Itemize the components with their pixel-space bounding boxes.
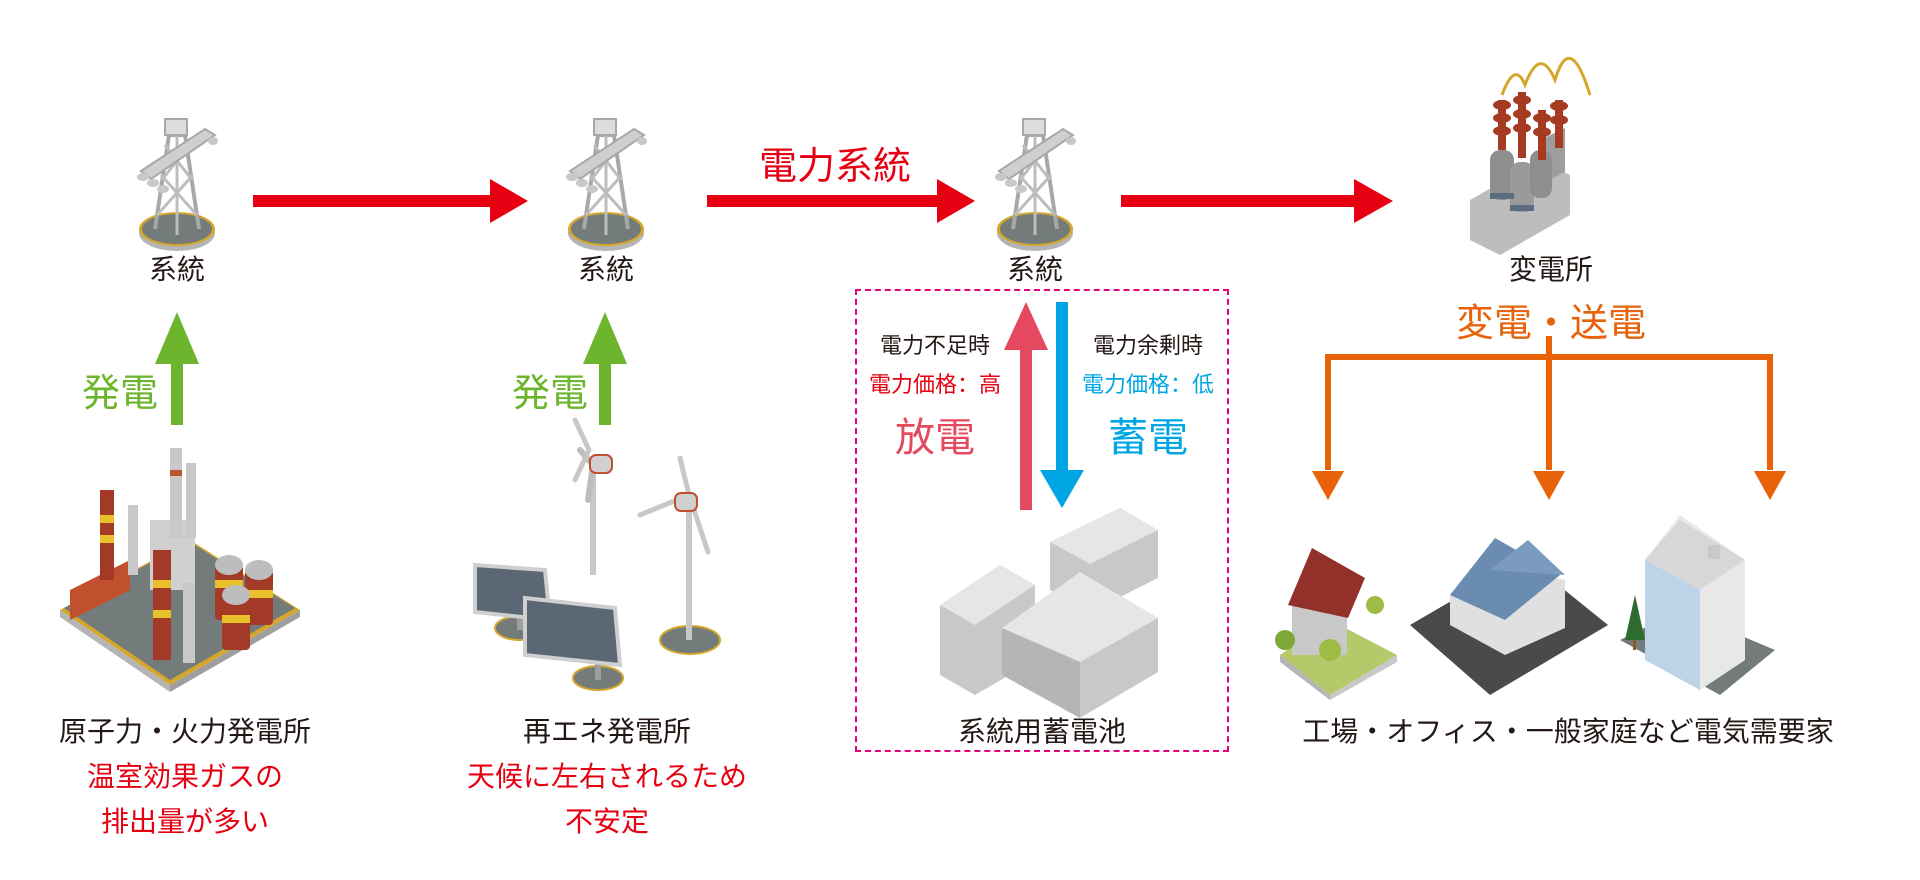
thermal-power-plant-icon	[60, 448, 300, 692]
conventional-plant-note-1: 温室効果ガスの	[86, 760, 284, 793]
conventional-plant-label: 原子力・火力発電所	[58, 715, 312, 748]
charge-arrow	[1040, 302, 1084, 508]
generation-arrow-2	[583, 312, 627, 425]
transmission-tower-icon	[993, 117, 1078, 253]
discharge-arrow	[1004, 302, 1048, 510]
grid-arrow-3	[1121, 179, 1393, 223]
renewable-plant-note-1: 天候に左右されるため	[466, 760, 748, 793]
generation-label-2: 発電	[511, 371, 589, 415]
power-grid-label: 電力系統	[758, 144, 912, 188]
renewable-plant-note-2: 不安定	[564, 805, 650, 838]
factory-icon	[1410, 538, 1608, 695]
grid-battery-icon	[940, 508, 1158, 718]
substation-icon	[1470, 56, 1592, 255]
grid-label-2: 系統	[577, 253, 635, 286]
grid-arrow-2	[707, 179, 975, 223]
substation-label: 変電所	[1508, 253, 1594, 286]
grid-label-3: 系統	[1006, 253, 1064, 286]
grid-label-1: 系統	[148, 253, 206, 286]
transmission-tower-icon	[135, 117, 220, 253]
charge-condition: 電力余剰時	[1092, 334, 1204, 359]
consumers-label: 工場・オフィス・一般家庭など電気需要家	[1302, 715, 1834, 748]
distribution-arrows	[1312, 336, 1786, 500]
discharge-condition: 電力不足時	[879, 334, 991, 359]
conventional-plant-note-2: 排出量が多い	[100, 805, 270, 838]
office-building-icon	[1620, 515, 1775, 695]
discharge-action: 放電	[895, 415, 975, 461]
house-icon	[1275, 548, 1397, 700]
generation-label-1: 発電	[81, 371, 159, 415]
renewable-power-plant-icon	[473, 417, 721, 691]
grid-arrow-1	[253, 179, 528, 223]
grid-battery-group	[855, 289, 1229, 752]
grid-battery-label: 系統用蓄電池	[957, 715, 1127, 748]
generation-arrow-1	[155, 312, 199, 425]
charge-price: 電力価格：低	[1081, 373, 1215, 398]
renewable-plant-label: 再エネ発電所	[522, 715, 692, 748]
substation-action-label: 変電・送電	[1455, 301, 1647, 345]
discharge-price: 電力価格：高	[868, 373, 1002, 398]
charge-action: 蓄電	[1108, 415, 1188, 461]
transmission-tower-icon	[564, 117, 649, 253]
